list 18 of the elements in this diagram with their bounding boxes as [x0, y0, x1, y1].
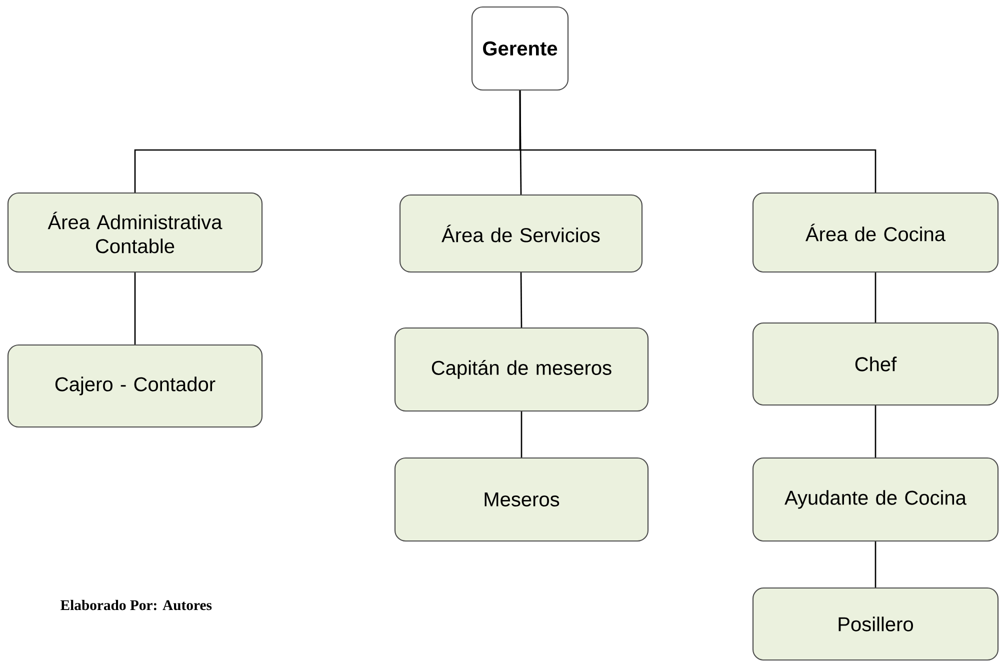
title-box: Gerente — [471, 6, 569, 91]
connector-line — [874, 406, 876, 458]
org-box: Ayudante de Cocina — [752, 457, 999, 542]
connector-line — [134, 272, 136, 344]
org-box: Cajero - Contador — [7, 344, 263, 428]
org-box: Capitán de meseros — [394, 327, 649, 412]
org-box: Área de Cocina — [752, 192, 999, 273]
connector-line — [520, 272, 522, 328]
org-box: Posillero — [752, 587, 999, 661]
org-box: Área Administrativa Contable — [7, 192, 263, 273]
caption: Elaborado Por: Autores — [60, 600, 212, 610]
org-box: Área de Servicios — [399, 194, 643, 273]
org-box: Meseros — [394, 457, 649, 542]
connector-line — [874, 272, 876, 322]
connector-line — [519, 90, 876, 192]
connector-line — [520, 412, 522, 458]
connector-line — [874, 542, 876, 588]
org-box: Chef — [752, 322, 999, 406]
